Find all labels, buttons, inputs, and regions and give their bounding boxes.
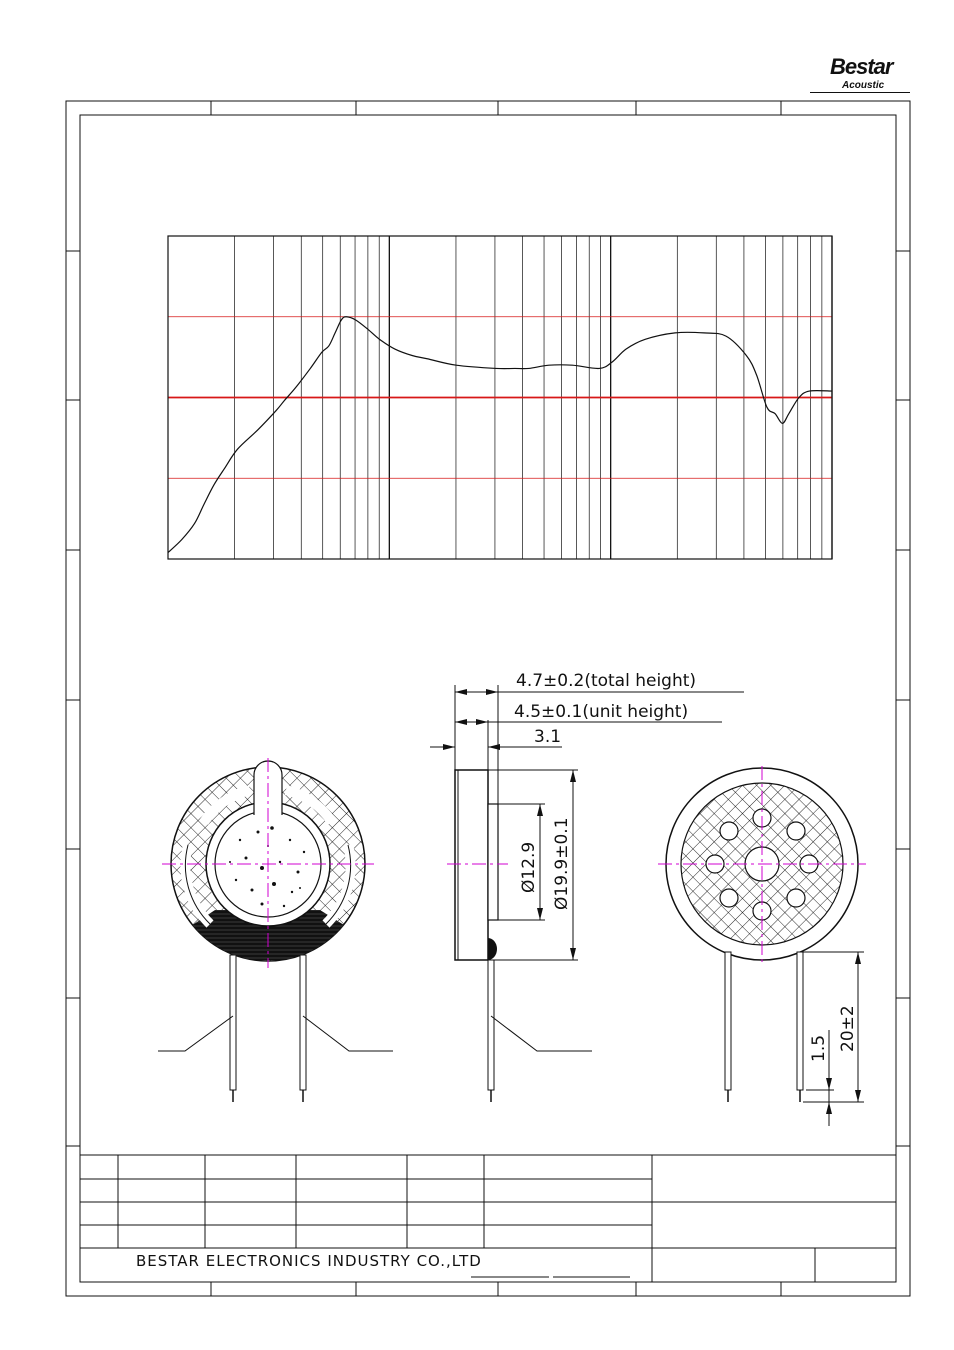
front-view: [158, 758, 393, 1102]
inner-border: [80, 115, 896, 1282]
total-height-label: 4.7±0.2(total height): [516, 671, 696, 691]
company-name: BESTAR ELECTRONICS INDUSTRY CO.,LTD: [136, 1252, 482, 1270]
logo-text: Bestar: [830, 54, 892, 80]
pin-tip-label: 1.5: [809, 1035, 829, 1062]
chart-grid: [168, 236, 832, 559]
logo-underline: [810, 92, 910, 93]
back-view: 1.5 20±2: [658, 766, 866, 1126]
lead-length-label: 20±2: [838, 1005, 858, 1052]
outer-border: [66, 101, 910, 1296]
bestar-logo: Bestar Acoustic: [820, 48, 915, 96]
frequency-response-chart: [168, 236, 832, 559]
unit-height-label: 4.5±0.1(unit height): [514, 702, 688, 722]
outer-diameter-label: Ø19.9±0.1: [552, 817, 572, 910]
response-curve: [168, 317, 832, 553]
zone-ticks: [66, 101, 910, 1296]
logo-subtext: Acoustic: [842, 80, 884, 91]
depth-label: 3.1: [534, 727, 561, 747]
inner-diameter-label: Ø12.9: [519, 842, 539, 893]
